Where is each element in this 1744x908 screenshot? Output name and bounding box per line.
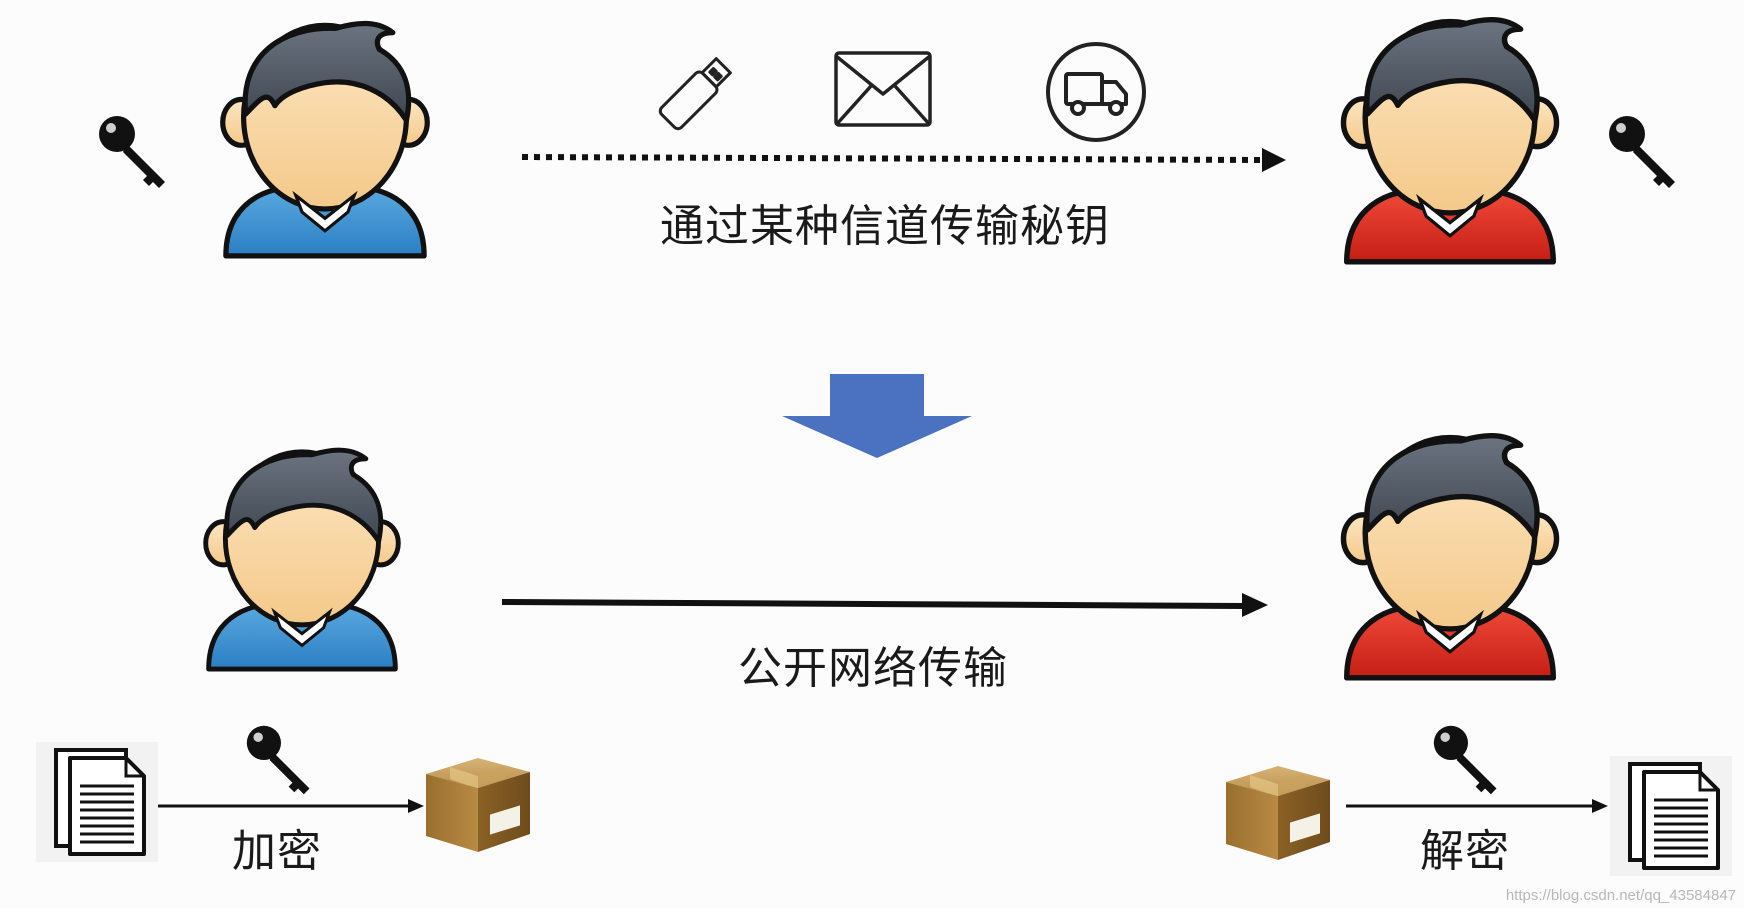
decrypt-arrow bbox=[1346, 799, 1608, 813]
watermark: https://blog.csdn.net/qq_43584847 bbox=[1505, 887, 1736, 904]
key-icon bbox=[1609, 116, 1675, 188]
key-channel-label: 通过某种信道传输秘钥 bbox=[660, 201, 1110, 252]
key-icon bbox=[246, 725, 310, 795]
key-icon bbox=[99, 116, 165, 188]
sender-avatar bbox=[196, 445, 408, 672]
public-network-label: 公开网络传输 bbox=[738, 643, 1008, 694]
encrypt-label: 加密 bbox=[232, 826, 322, 877]
usb-drive-icon bbox=[658, 57, 732, 131]
truck-icon bbox=[1046, 42, 1146, 142]
sender-avatar bbox=[210, 18, 440, 259]
key-icon bbox=[1433, 725, 1497, 795]
encrypt-arrow bbox=[158, 799, 424, 813]
key-channel-dotted-arrow bbox=[521, 148, 1286, 172]
document-icon bbox=[36, 742, 158, 862]
receiver-avatar bbox=[1330, 430, 1570, 681]
receiver-avatar bbox=[1330, 14, 1570, 265]
decrypt-label: 解密 bbox=[1420, 826, 1510, 877]
public-network-arrow bbox=[501, 593, 1268, 617]
package-box-icon bbox=[426, 758, 530, 852]
envelope-icon bbox=[834, 51, 932, 127]
transition-down-arrow bbox=[782, 374, 972, 458]
document-icon bbox=[1610, 756, 1732, 876]
package-box-icon bbox=[1226, 766, 1330, 860]
